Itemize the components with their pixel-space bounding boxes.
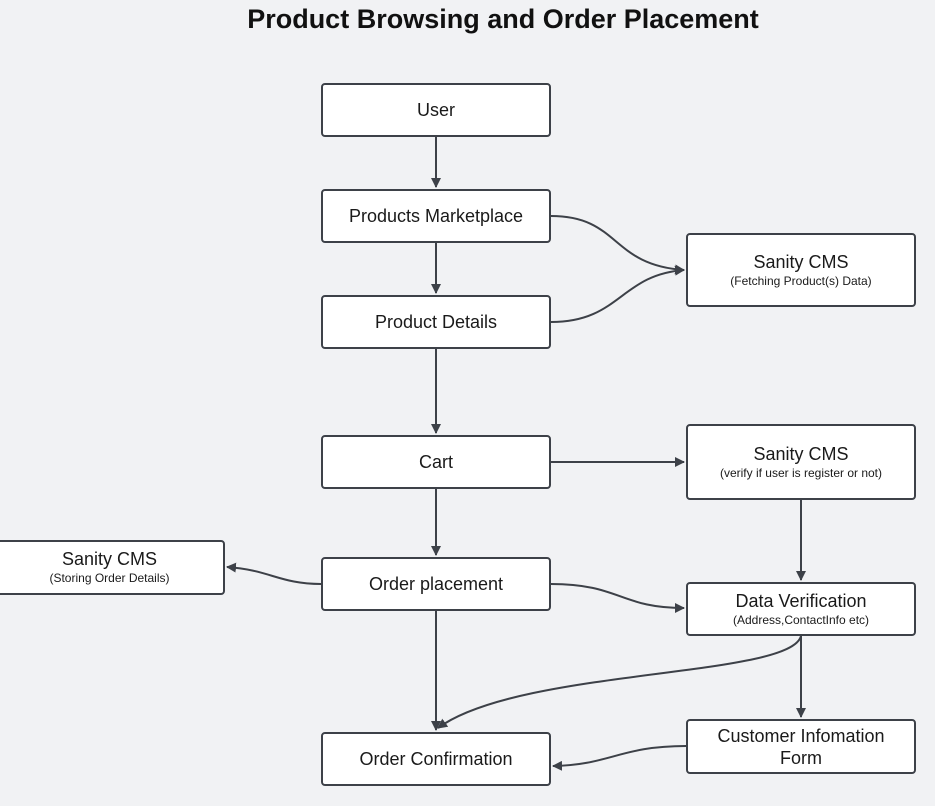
node-user: User <box>321 83 551 137</box>
node-sanity-cms-fetch-label: Sanity CMS <box>753 251 849 272</box>
node-data-verification-label: Data Verification <box>735 590 867 611</box>
node-products-marketplace: Products Marketplace <box>321 189 551 243</box>
node-sanity-cms-store-label: Sanity CMS <box>61 549 158 569</box>
edge-order-cms-store <box>226 562 322 585</box>
diagram-title: Product Browsing and Order Placement <box>247 4 759 34</box>
node-cart: Cart <box>321 435 551 489</box>
node-customer-information-form-label: Customer Infomation Form <box>717 725 885 768</box>
node-products-marketplace-label: Products Marketplace <box>348 205 524 226</box>
node-sanity-cms-verify: Sanity CMS (verify if user is register o… <box>686 424 916 500</box>
node-data-verification-sublabel: (Address,ContactInfo etc) <box>732 612 870 627</box>
node-order-placement-label: Order placement <box>368 573 504 594</box>
node-sanity-cms-fetch-sublabel: (Fetching Product(s) Data) <box>730 273 872 288</box>
node-user-label: User <box>416 99 455 120</box>
node-cart-label: Cart <box>418 451 453 472</box>
node-sanity-cms-fetch: Sanity CMS (Fetching Product(s) Data) <box>686 233 916 307</box>
edge-details-cms <box>550 265 685 323</box>
node-product-details-label: Product Details <box>374 311 498 332</box>
node-sanity-cms-store: Sanity CMS (Storing Order Details) <box>0 540 225 595</box>
node-product-details: Product Details <box>321 295 551 349</box>
edge-marketplace-cms <box>550 215 685 275</box>
node-sanity-cms-verify-label: Sanity CMS <box>753 443 849 464</box>
node-sanity-cms-verify-sublabel: (verify if user is register or not) <box>719 465 883 480</box>
node-order-confirmation-label: Order Confirmation <box>359 748 513 769</box>
edge-form-confirmation <box>552 745 687 771</box>
node-data-verification: Data Verification (Address,ContactInfo e… <box>686 582 916 636</box>
node-order-placement: Order placement <box>321 557 551 611</box>
node-customer-information-form: Customer Infomation Form <box>686 719 916 774</box>
node-sanity-cms-store-sublabel: (Storing Order Details) <box>49 571 170 585</box>
edge-order-verification <box>550 583 685 613</box>
edge-verification-confirmation <box>437 635 802 729</box>
node-order-confirmation: Order Confirmation <box>321 732 551 786</box>
